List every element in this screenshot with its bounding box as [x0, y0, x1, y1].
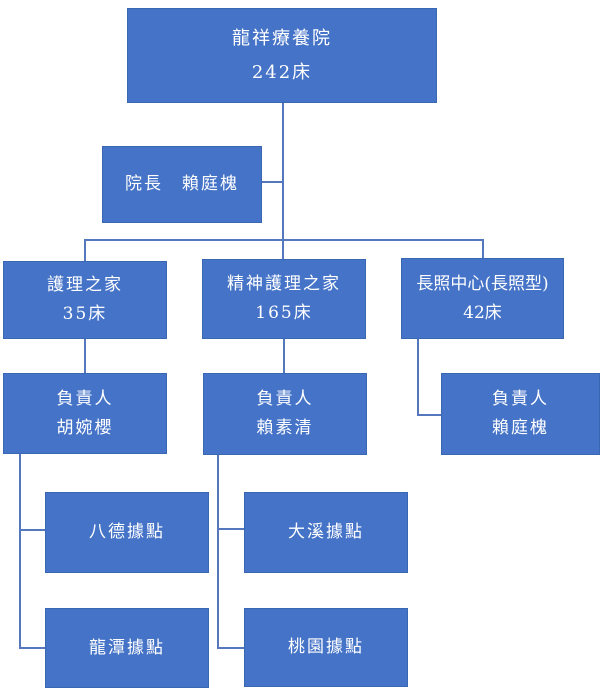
site-name: 大溪據點 — [288, 522, 364, 542]
manager-name: 賴庭槐 — [492, 418, 549, 438]
org-box-site-longtan: 龍潭據點 — [45, 608, 209, 688]
hospital-name: 龍祥療養院 — [232, 27, 332, 49]
manager-name: 胡婉櫻 — [56, 417, 114, 438]
hospital-beds: 242床 — [251, 61, 313, 83]
connector-ltc-stub — [417, 414, 441, 416]
director-label: 院長 賴庭槐 — [125, 174, 239, 194]
site-name: 桃園據點 — [288, 637, 364, 657]
connector-col1-stub-bade — [19, 529, 45, 531]
manager-title: 負責人 — [492, 389, 549, 409]
site-name: 八德據點 — [89, 522, 165, 542]
connector-drop-right — [482, 239, 484, 259]
nursing-home-beds: 35床 — [62, 304, 108, 324]
connector-psych-manager — [283, 338, 285, 374]
manager-title: 負責人 — [256, 389, 314, 409]
connector-col2-stub-taoyuan — [217, 647, 244, 649]
org-box-psychiatric-manager: 負責人 賴素清 — [203, 373, 367, 455]
connector-col2-spine — [217, 454, 219, 649]
connector-director-stub — [262, 181, 283, 183]
psychiatric-home-beds: 165床 — [255, 303, 313, 323]
nursing-home-name: 護理之家 — [47, 275, 123, 295]
connector-nursing-manager — [84, 338, 86, 374]
connector-drop-left — [84, 239, 86, 262]
org-box-hospital: 龍祥療養院 242床 — [127, 8, 437, 103]
ltc-center-name: 長照中心(長照型) — [416, 273, 549, 294]
org-box-ltc-manager: 負責人 賴庭槐 — [441, 373, 600, 455]
org-box-site-daxi: 大溪據點 — [244, 492, 408, 573]
connector-ltc-down — [417, 338, 419, 416]
org-box-psychiatric-nursing-home: 精神護理之家 165床 — [202, 259, 366, 339]
org-box-site-taoyuan: 桃園據點 — [244, 608, 408, 687]
manager-title: 負責人 — [56, 388, 114, 409]
psychiatric-home-name: 精神護理之家 — [227, 274, 341, 294]
connector-tier-horizontal — [84, 239, 484, 241]
connector-col1-stub-longtan — [19, 647, 45, 649]
connector-col2-stub-daxi — [217, 528, 244, 530]
connector-col1-spine — [19, 453, 21, 649]
site-name: 龍潭據點 — [89, 637, 165, 658]
connector-root-drop — [282, 103, 284, 259]
manager-name: 賴素清 — [256, 418, 314, 438]
org-box-nursing-home: 護理之家 35床 — [3, 261, 167, 339]
org-box-site-bade: 八德據點 — [45, 492, 209, 573]
org-box-director: 院長 賴庭槐 — [102, 146, 262, 223]
org-box-longterm-care-center: 長照中心(長照型) 42床 — [401, 258, 564, 339]
ltc-center-beds: 42床 — [463, 302, 502, 323]
org-box-nursing-manager: 負責人 胡婉櫻 — [3, 373, 167, 454]
